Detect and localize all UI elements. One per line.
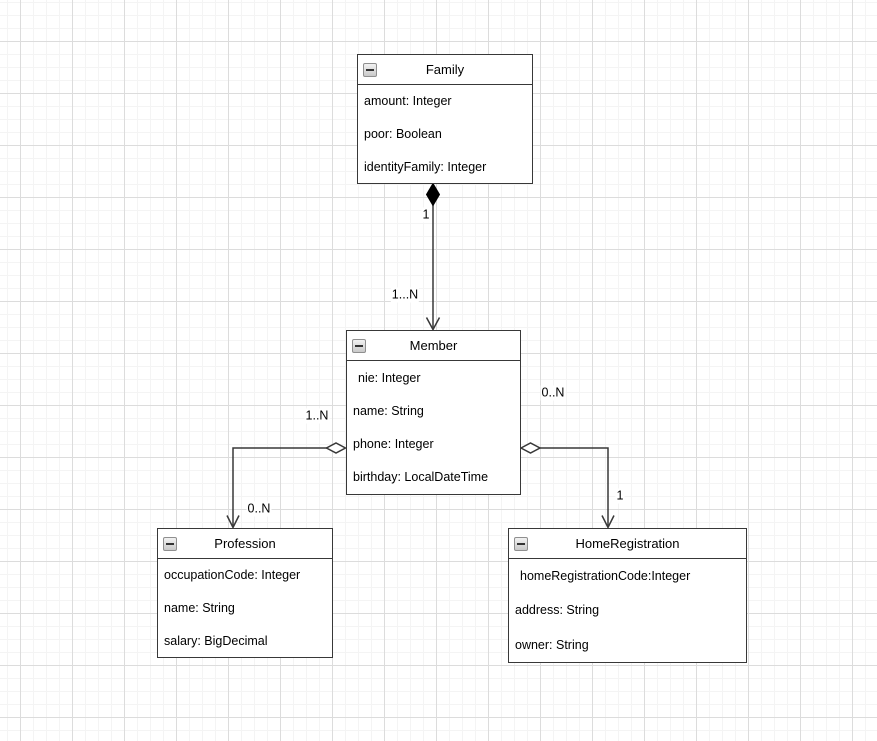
- multiplicity-label[interactable]: 0..N: [246, 501, 272, 517]
- arrowhead-icon: [226, 515, 240, 530]
- class-title: HomeRegistration: [575, 536, 680, 551]
- attribute-row[interactable]: amount: Integer: [364, 94, 452, 109]
- class-title: Profession: [214, 536, 276, 551]
- attributes-section: amount: Integer poor: Boolean identityFa…: [358, 85, 532, 183]
- class-title: Member: [409, 338, 458, 353]
- attribute-row[interactable]: name: String: [353, 403, 424, 418]
- multiplicity-label[interactable]: 0..N: [540, 385, 566, 401]
- arrowhead-icon: [425, 317, 441, 332]
- collapse-icon[interactable]: [163, 536, 177, 551]
- collapse-icon[interactable]: [514, 536, 528, 551]
- composition-diamond-icon: [425, 182, 441, 207]
- edge-family-member[interactable]: [425, 182, 441, 332]
- class-homeregistration-header[interactable]: HomeRegistration: [509, 529, 746, 559]
- class-family[interactable]: Family amount: Integer poor: Boolean ide…: [357, 54, 533, 184]
- aggregation-diamond-icon: [519, 442, 542, 454]
- attribute-row[interactable]: identityFamily: Integer: [364, 159, 487, 174]
- class-member-header[interactable]: Member: [347, 331, 520, 361]
- collapse-icon[interactable]: [352, 338, 366, 353]
- minus-icon: [355, 344, 363, 347]
- collapse-icon[interactable]: [363, 62, 377, 77]
- multiplicity-label[interactable]: 1..N: [304, 408, 330, 424]
- attribute-row[interactable]: nie: Integer: [358, 370, 421, 385]
- minus-icon: [166, 542, 174, 545]
- attributes-section: nie: Integer name: String phone: Integer…: [347, 361, 520, 494]
- attributes-section: homeRegistrationCode:Integer address: St…: [509, 559, 746, 662]
- arrowhead-icon: [601, 515, 615, 530]
- attribute-row[interactable]: owner: String: [515, 637, 589, 652]
- minus-icon: [366, 68, 374, 71]
- class-homeregistration[interactable]: HomeRegistration homeRegistrationCode:In…: [508, 528, 747, 663]
- class-title: Family: [425, 62, 465, 77]
- class-member[interactable]: Member nie: Integer name: String phone: …: [346, 330, 521, 495]
- edge-member-profession[interactable]: [226, 442, 348, 530]
- aggregation-diamond-icon: [324, 442, 348, 454]
- class-profession[interactable]: Profession occupationCode: Integer name:…: [157, 528, 333, 658]
- attribute-row[interactable]: birthday: LocalDateTime: [353, 470, 489, 485]
- attribute-row[interactable]: name: String: [164, 601, 235, 615]
- class-family-header[interactable]: Family: [358, 55, 532, 85]
- attribute-row[interactable]: salary: BigDecimal: [164, 633, 268, 648]
- multiplicity-label[interactable]: 1...N: [390, 287, 420, 303]
- attribute-row[interactable]: poor: Boolean: [364, 127, 442, 141]
- attribute-row[interactable]: homeRegistrationCode:Integer: [520, 569, 691, 584]
- minus-icon: [517, 542, 525, 545]
- attribute-row[interactable]: phone: Integer: [353, 437, 434, 452]
- attribute-row[interactable]: address: String: [515, 603, 600, 618]
- edge-member-homeregistration[interactable]: [519, 442, 615, 530]
- attributes-section: occupationCode: Integer name: String sal…: [158, 559, 332, 657]
- class-profession-header[interactable]: Profession: [158, 529, 332, 559]
- multiplicity-label[interactable]: 1: [615, 488, 625, 504]
- multiplicity-label[interactable]: 1: [421, 207, 431, 223]
- attribute-row[interactable]: occupationCode: Integer: [164, 568, 301, 583]
